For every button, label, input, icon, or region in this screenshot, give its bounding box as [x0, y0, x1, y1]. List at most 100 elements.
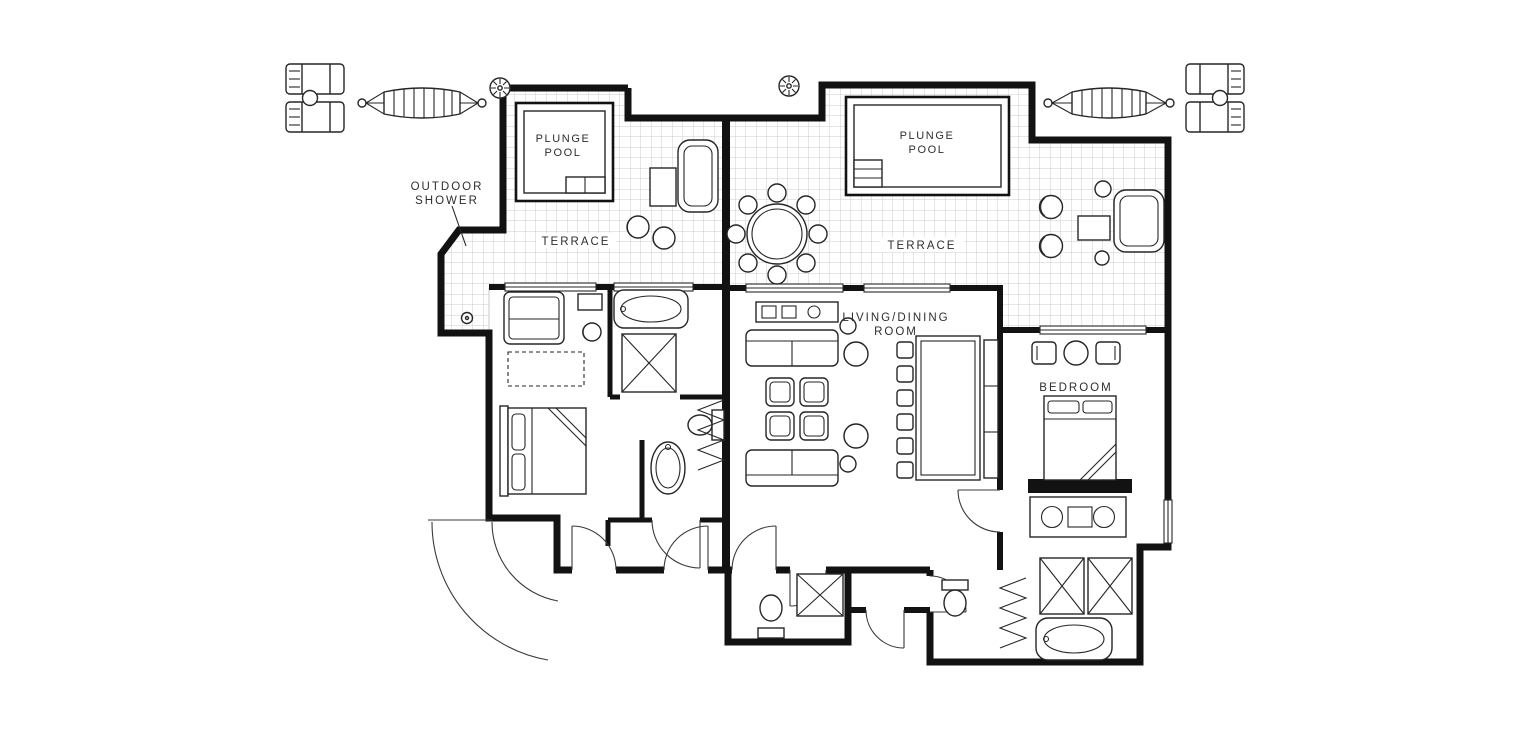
vanity	[1029, 496, 1127, 538]
interior-walls	[489, 284, 1168, 570]
pillow	[1047, 400, 1080, 414]
accordion-door	[998, 577, 1028, 649]
side-table	[839, 317, 857, 335]
door-swing	[731, 525, 777, 571]
terrace-right-tiles	[725, 84, 1169, 331]
toilet	[757, 594, 785, 639]
ottoman	[765, 411, 795, 441]
console-table	[577, 293, 603, 311]
dining-bench	[983, 339, 999, 479]
armchair	[582, 322, 602, 342]
side-table	[1063, 340, 1089, 366]
side-table	[839, 455, 857, 473]
hammock	[357, 87, 487, 119]
dining-chair	[738, 253, 758, 273]
bed-head-wall	[1028, 479, 1132, 493]
label-outdoor-shower-line2: SHOWER	[415, 195, 479, 207]
dining-chair	[796, 253, 816, 273]
oval-basin	[650, 441, 686, 495]
wardrobe	[1087, 557, 1133, 615]
coffee-table	[649, 167, 677, 207]
terrace-right-furniture	[1038, 180, 1165, 266]
door-swing	[865, 609, 905, 649]
dining-chair	[808, 224, 828, 244]
rug	[507, 351, 585, 387]
console-table	[755, 301, 839, 323]
dining-chair	[796, 195, 816, 215]
window	[1163, 499, 1173, 544]
label-terrace-right: TERRACE	[888, 240, 957, 252]
wardrobe	[1039, 557, 1085, 615]
door-swing	[571, 525, 617, 571]
toilet	[941, 579, 969, 617]
coffee-table	[1077, 215, 1111, 241]
sofa	[745, 449, 839, 487]
terrace-left-tiles	[440, 87, 727, 334]
dining-chair	[767, 265, 787, 285]
sofa	[677, 139, 719, 213]
master-bathroom-furniture	[941, 557, 1133, 661]
bed	[499, 405, 587, 497]
window	[504, 282, 597, 292]
label-backer	[536, 233, 616, 248]
label-bedroom: BEDROOM	[1039, 382, 1112, 394]
bathtub	[613, 289, 689, 329]
ottoman	[765, 377, 795, 407]
accordion-door	[696, 399, 726, 471]
pool-steps	[853, 159, 883, 188]
side-table	[301, 89, 319, 107]
dining-table	[915, 335, 981, 481]
hammock	[1043, 87, 1175, 119]
window	[863, 283, 951, 293]
armchair	[652, 226, 676, 250]
door-swing	[651, 519, 701, 569]
label-living-dining-line2: ROOM	[874, 326, 918, 338]
side-table	[1094, 250, 1110, 266]
label-plunge-pool-left-line1: PLUNGE	[536, 133, 591, 145]
plunge-pool-right: PLUNGE POOL	[844, 95, 1011, 197]
shower-enclosure	[796, 573, 844, 617]
bathtub	[1035, 617, 1113, 661]
bed	[1043, 395, 1117, 481]
armchair	[843, 423, 869, 449]
daybed	[503, 291, 565, 345]
room-labels: OUTDOOR SHOWER TERRACE TERRACE LIVING/DI…	[411, 181, 1112, 394]
ottoman	[799, 377, 829, 407]
armchair	[1038, 194, 1064, 220]
plunge-pool-left: PLUNGE POOL	[514, 101, 615, 203]
windows	[504, 282, 1173, 544]
door-swing	[957, 489, 1001, 533]
left-unit-furniture	[499, 289, 726, 497]
label-plunge-pool-right-line2: POOL	[909, 144, 946, 156]
label-terrace-left: TERRACE	[542, 236, 611, 248]
round-dining-set	[726, 183, 828, 285]
wardrobe	[621, 333, 677, 393]
armchair	[843, 341, 869, 367]
pillow	[511, 453, 526, 491]
dining-chair	[738, 195, 758, 215]
pillow	[511, 413, 526, 451]
window	[745, 283, 844, 293]
dining-chairs	[896, 341, 914, 479]
toilet	[687, 409, 725, 441]
exterior-walls	[437, 81, 1172, 666]
side-table	[1211, 89, 1229, 107]
label-living-dining-line1: LIVING/DINING	[842, 312, 949, 324]
floor-drain	[460, 311, 474, 325]
window	[1039, 325, 1147, 335]
pillow	[1082, 400, 1113, 414]
living-room-furniture	[745, 301, 999, 487]
armchair	[1038, 233, 1064, 259]
terrace-left-furniture	[626, 139, 719, 250]
sofa	[1113, 189, 1165, 253]
armchair	[1095, 341, 1121, 365]
label-plunge-pool-right-line1: PLUNGE	[900, 130, 955, 142]
armchair	[626, 215, 650, 239]
label-outdoor-shower-line1: OUTDOOR	[411, 181, 484, 193]
guest-bathroom-furniture	[757, 573, 844, 639]
label-backer	[880, 237, 964, 252]
ottoman	[799, 411, 829, 441]
dining-chair	[726, 224, 746, 244]
